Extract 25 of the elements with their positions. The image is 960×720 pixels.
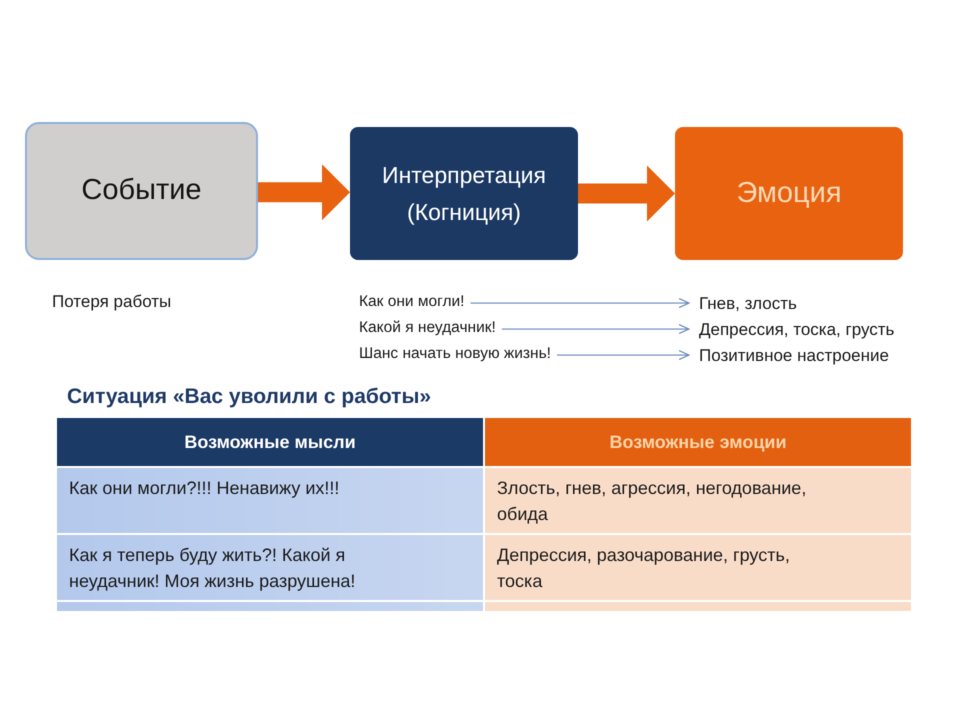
emotion-text: Позитивное настроение — [699, 345, 889, 368]
table-cell: Как я теперь буду жить?! Какой я неудачник! Моя жизнь разрушена! — [57, 535, 483, 600]
arrow — [556, 350, 690, 360]
emotion-box — [675, 127, 903, 260]
thought-text: Шанс начать новую жизнь! — [359, 344, 551, 364]
arrow — [578, 166, 675, 222]
box-title: Эмоция — [736, 176, 842, 211]
emotion-text: Депрессия, тоска, грусть — [699, 319, 894, 342]
emotion-text: Гнев, злость — [699, 293, 797, 316]
box-title: Событие — [81, 173, 202, 208]
table-cell: Депрессия, разочарование, грусть, тоска — [485, 535, 911, 600]
table-header-cell: Возможные мысли — [57, 418, 483, 466]
box-title: Интерпретация (Когниция) — [381, 160, 547, 227]
arrow — [258, 164, 350, 220]
interpretation-box — [350, 127, 578, 260]
caption-text: Потеря работы — [52, 292, 172, 312]
table-header-cell: Возможные эмоции — [485, 418, 911, 466]
table-cell: Как они могли?!!! Ненавижу их!!! — [57, 468, 483, 533]
table-cell: Злость, гнев, агрессия, негодование, обида — [485, 468, 911, 533]
section-heading: Ситуация «Вас уволили с работы» — [67, 385, 432, 409]
arrow — [470, 298, 690, 308]
arrow — [502, 324, 690, 334]
thought-text: Как они могли! — [359, 292, 464, 312]
event-box — [25, 122, 258, 260]
thought-text: Какой я неудачник! — [359, 318, 496, 338]
